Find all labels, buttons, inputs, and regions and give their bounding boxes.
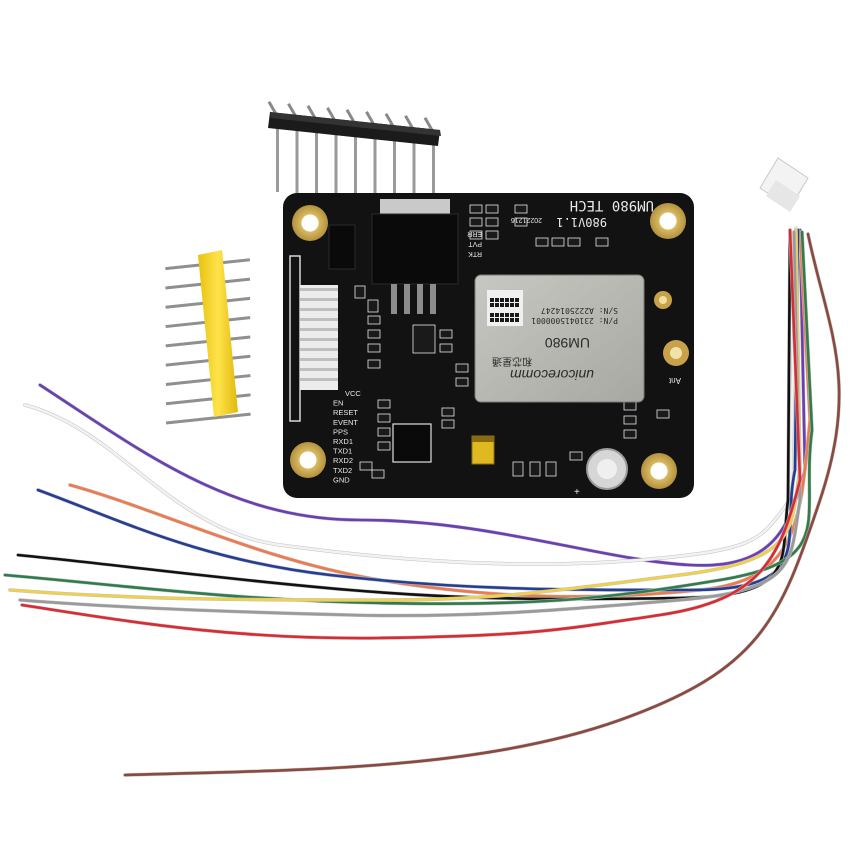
blue-wire [36, 228, 800, 592]
pin-label: EVENT [333, 418, 358, 427]
header-pin [393, 132, 396, 204]
header-pin [165, 412, 251, 425]
red-wire [20, 228, 802, 640]
pin-label: RXD2 [333, 456, 353, 465]
led-label: PVT [468, 240, 482, 247]
module-pn: P/N: 2310415000001 [531, 316, 618, 325]
pin-label: TXD1 [333, 447, 352, 456]
pin-label: TXD2 [333, 466, 352, 475]
green-wire [3, 230, 814, 606]
board-version: 980V1.1 [556, 215, 607, 229]
pin-label: EN [333, 399, 343, 408]
module-model: UM980 [545, 335, 590, 351]
white-wire [23, 226, 798, 566]
jst-connector [759, 157, 809, 212]
mounting-hole-top-right [650, 203, 686, 239]
led-label: RTK [468, 250, 482, 257]
header-pin [165, 374, 251, 386]
gray-wire [18, 230, 802, 617]
wire-bundle [3, 226, 841, 777]
board-date: 20221216 [511, 216, 542, 223]
black-pin-header [267, 101, 441, 208]
header-pin [373, 130, 377, 202]
yellow-pin-header [165, 250, 251, 425]
svg-text:+: + [574, 487, 580, 498]
pin-label: RXD1 [333, 437, 353, 446]
mounting-hole-bottom-right [641, 453, 677, 489]
header-pin [276, 120, 279, 192]
mounting-hole-top-left [292, 205, 328, 241]
brown-wire [123, 232, 841, 777]
board-silkscreen: UM980 TECH 980V1.1 20221216 ERR PVT RTK VC… [333, 197, 681, 484]
module-brand-cn: 和芯星通 [492, 355, 532, 368]
antenna-label: Ant [668, 376, 681, 385]
header-pin [295, 122, 299, 194]
pcb-board: + UM980 TECH 980V1.1 20221216 ERR PVT RTK … [283, 193, 694, 498]
module-sn: S/N: A2225014247 [541, 306, 618, 315]
header-pin [432, 136, 435, 208]
header-pin [315, 124, 318, 196]
pin-label: RESET [333, 408, 358, 417]
header-pin [412, 134, 416, 206]
led-label: ERR [467, 230, 482, 237]
header-pin [334, 126, 338, 198]
module-brand: unicorecomm [510, 367, 594, 383]
mounting-hole-bottom-left [290, 442, 326, 478]
purple-wire [38, 228, 807, 567]
header-pin [165, 393, 251, 406]
pin-label: VCC [345, 389, 361, 398]
pin-label: PPS [333, 427, 348, 436]
pin-label: GND [333, 475, 350, 484]
board-title: UM980 TECH [570, 197, 654, 213]
header-pin [354, 128, 357, 200]
module-markings: S/N: A2225014247 P/N: 2310415000001 UM98… [492, 306, 618, 383]
